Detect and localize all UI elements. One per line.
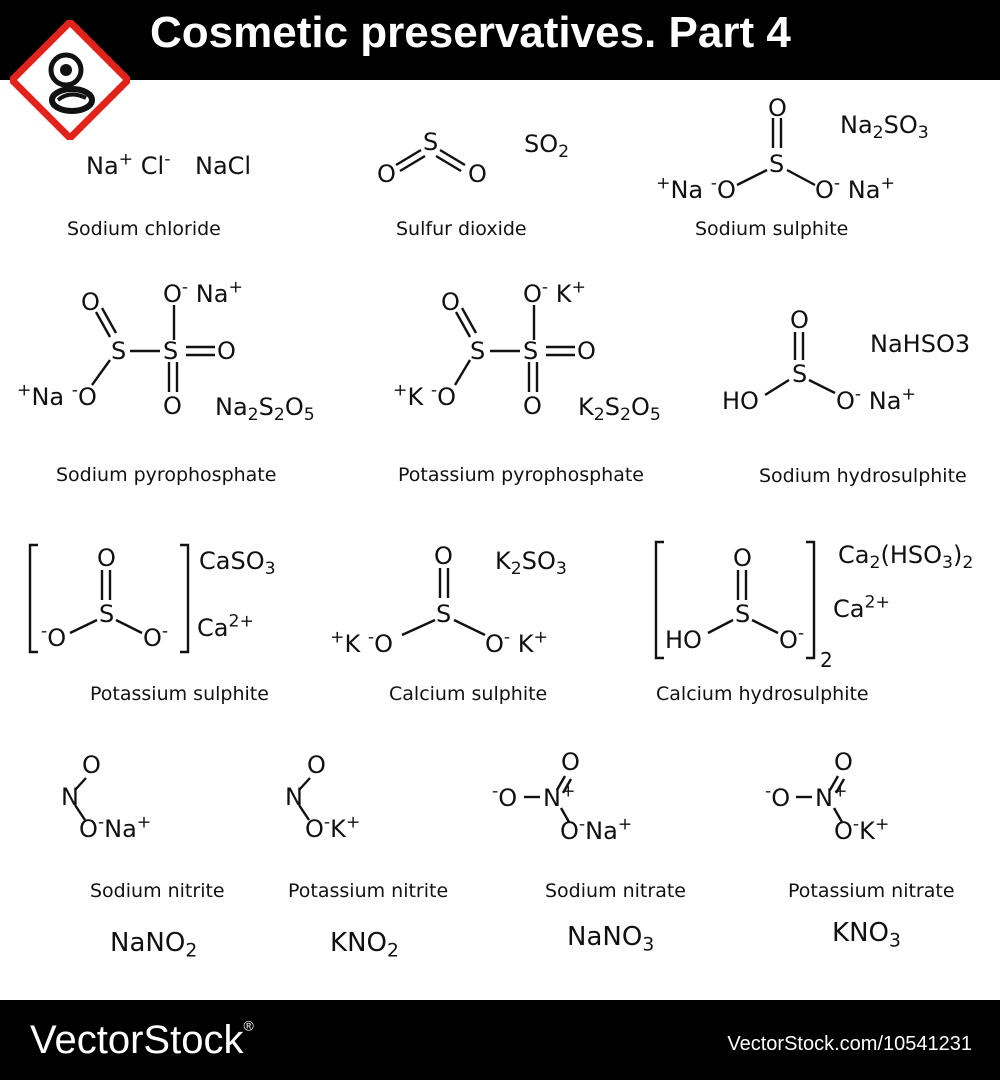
sodium-cation: O- Na+ <box>836 384 916 415</box>
potassium-nitrate-formula: KNO3 <box>832 918 901 952</box>
sodium-cation: O-Na+ <box>79 812 152 843</box>
potassium-cation: O- K+ <box>523 277 586 308</box>
brand-logo: VectorStock® <box>30 1017 254 1062</box>
potassium-cation: +K -O <box>330 627 393 658</box>
sodium-cation: +Na -O <box>656 173 736 204</box>
potassium-pyrophosphate-formula: K2S2O5 <box>578 393 661 426</box>
bond-lines <box>28 118 846 823</box>
potassium-nitrite-name: Potassium nitrite <box>288 880 449 902</box>
potassium-sulphite-formula: K2SO3 <box>495 547 567 580</box>
sodium-nitrate-formula: NaNO3 <box>567 922 655 956</box>
sodium-chloride-formula: NaCl <box>195 152 252 180</box>
sodium-chloride-ions: Na+ Cl- <box>86 149 171 180</box>
atom-o: O <box>97 544 116 572</box>
calcium-cation: Ca2+ <box>833 592 890 623</box>
calcium-cation: Ca2+ <box>197 611 254 642</box>
atom-ho: HO <box>722 387 759 415</box>
sodium-pyrophosphate-name: Sodium pyrophosphate <box>56 464 277 486</box>
atom-s: S <box>99 600 115 628</box>
atom-o: O <box>790 306 809 334</box>
bracket-subscript: 2 <box>820 648 833 672</box>
sodium-hydrosulphite-formula: NaHSO3 <box>870 330 971 358</box>
atom-n: N <box>285 783 303 811</box>
atom-s: S <box>470 337 486 365</box>
atom-n: N <box>61 783 79 811</box>
atom-o: O <box>834 748 853 776</box>
atom-o: O <box>561 748 580 776</box>
sodium-sulphite-formula: Na2SO3 <box>840 111 929 144</box>
atom-s: S <box>523 337 539 365</box>
atom-o: O <box>377 160 396 188</box>
sodium-nitrite-formula: NaNO2 <box>110 928 198 962</box>
atom-o-minus: O- <box>143 621 169 652</box>
atom-s: S <box>111 337 127 365</box>
atom-o-minus: -O <box>492 781 518 812</box>
atom-o: O <box>81 288 100 316</box>
atom-o: O <box>217 337 236 365</box>
atom-s: S <box>792 360 808 388</box>
calcium-hydrosulphite-formula: Ca2(HSO3)2 <box>838 541 974 574</box>
sodium-cation: +Na -O <box>17 380 97 411</box>
atom-n-plus: N+ <box>815 781 848 812</box>
potassium-cation: O-K+ <box>305 812 361 843</box>
potassium-cation: +K -O <box>393 380 456 411</box>
atom-o: O <box>307 751 326 779</box>
potassium-cation: O- K+ <box>485 627 548 658</box>
atom-s: S <box>769 150 785 178</box>
potassium-nitrate-name: Potassium nitrate <box>788 880 955 902</box>
sulfur-dioxide-name: Sulfur dioxide <box>396 218 527 240</box>
sodium-sulphite-name: Sodium sulphite <box>695 218 849 240</box>
atom-o: O <box>468 160 487 188</box>
atom-o: O <box>768 94 787 122</box>
atom-ho: HO <box>665 626 702 654</box>
page-title: Cosmetic preservatives. Part 4 <box>150 8 791 57</box>
sodium-hydrosulphite-name: Sodium hydrosulphite <box>759 465 967 487</box>
atom-o-minus: O- <box>779 623 805 654</box>
sodium-cation: O-Na+ <box>560 814 633 845</box>
atom-o-minus: -O <box>765 781 791 812</box>
calcium-sulphite-formula: CaSO3 <box>199 547 276 580</box>
atom-n-plus: N+ <box>543 781 576 812</box>
calcium-hydrosulphite-name: Calcium hydrosulphite <box>656 683 869 705</box>
footer-bar: VectorStock® VectorStock.com/10541231 <box>0 1000 1000 1080</box>
atom-o: O <box>577 337 596 365</box>
sodium-cation: O- Na+ <box>163 277 243 308</box>
sodium-cation: O- Na+ <box>815 173 895 204</box>
potassium-nitrite-formula: KNO2 <box>330 928 399 962</box>
sodium-pyrophosphate-formula: Na2S2O5 <box>215 393 315 426</box>
sodium-chloride-name: Sodium chloride <box>67 218 221 240</box>
atom-o: O <box>82 751 101 779</box>
sulfur-dioxide-formula: SO2 <box>524 130 570 163</box>
atom-s: S <box>436 600 452 628</box>
atom-s: S <box>735 600 751 628</box>
image-id: VectorStock.com/10541231 <box>727 1033 972 1055</box>
sodium-nitrate-name: Sodium nitrate <box>545 880 686 902</box>
atom-o: O <box>733 544 752 572</box>
atom-o: O <box>163 392 182 420</box>
potassium-pyrophosphate-name: Potassium pyrophosphate <box>398 464 644 486</box>
sodium-nitrite-name: Sodium nitrite <box>90 880 225 902</box>
atom-s: S <box>163 337 179 365</box>
exclamation-pictogram-icon <box>10 20 130 140</box>
atom-o-minus: -O <box>41 621 67 652</box>
atom-s: S <box>423 128 439 156</box>
title-bar: Cosmetic preservatives. Part 4 <box>0 0 1000 80</box>
potassium-cation: O-K+ <box>834 814 890 845</box>
atom-o: O <box>441 288 460 316</box>
potassium-sulphite-name: Potassium sulphite <box>90 683 269 705</box>
atom-o: O <box>434 542 453 570</box>
atom-o: O <box>523 392 542 420</box>
calcium-sulphite-name: Calcium sulphite <box>389 683 548 705</box>
